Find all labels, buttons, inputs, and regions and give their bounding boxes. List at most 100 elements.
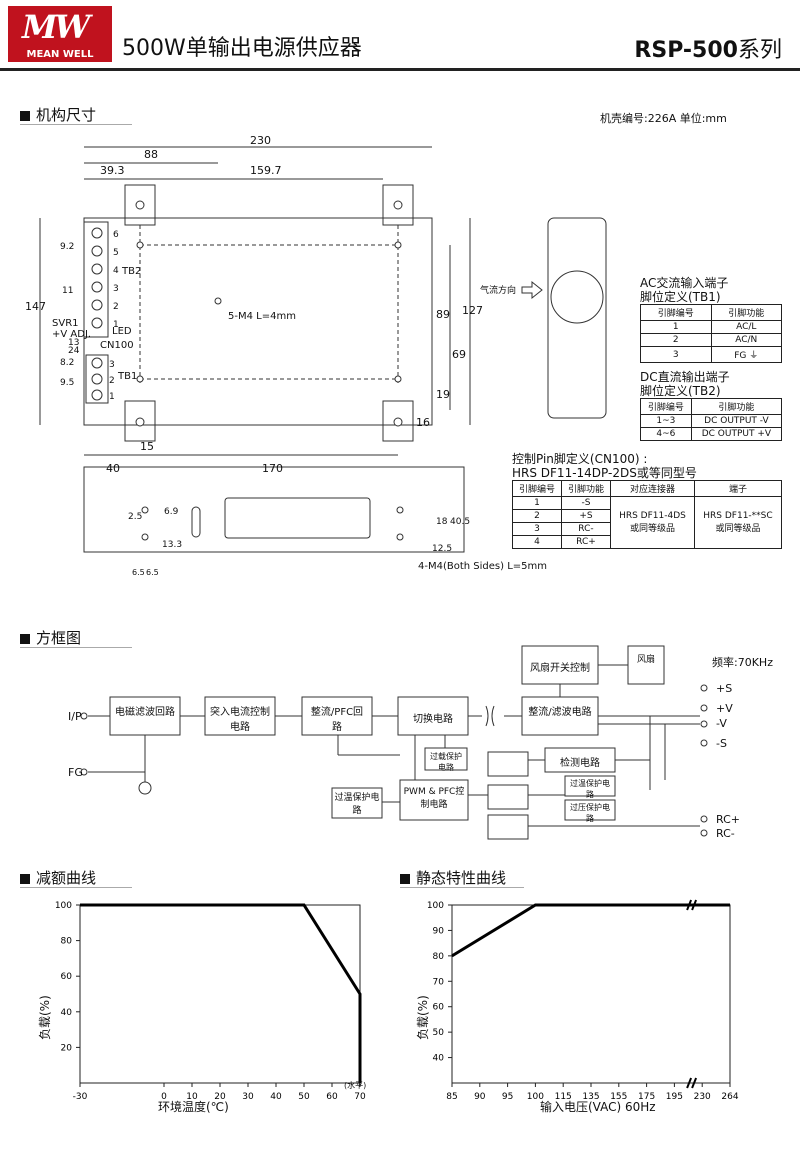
header-rule bbox=[0, 68, 800, 71]
screw-side-label: 4-M4(Both Sides) L=5mm bbox=[418, 561, 547, 572]
y-tick-label: 100 bbox=[55, 901, 72, 911]
ac-table-title-2: 脚位定义(TB1) bbox=[640, 290, 721, 304]
inrush-block: 突入电流控制电路 bbox=[210, 707, 270, 733]
derating-ylabel: 负载(%) bbox=[38, 995, 52, 1040]
case-info: 机壳编号:226A 单位:mm bbox=[600, 112, 727, 125]
output-v-minus: -V bbox=[716, 717, 727, 730]
dim-9-5: 9.5 bbox=[60, 378, 75, 388]
x-tick-label: 175 bbox=[638, 1092, 655, 1102]
dim-40: 40 bbox=[106, 462, 120, 475]
svr1-label: SVR1 bbox=[52, 318, 79, 329]
x-tick-label: -30 bbox=[73, 1092, 88, 1102]
ovp-block: 过压保护电路 bbox=[570, 803, 610, 823]
x-tick-label: 195 bbox=[666, 1092, 683, 1102]
x-tick-label: 264 bbox=[721, 1092, 738, 1102]
x-tick-label: 0 bbox=[161, 1092, 167, 1102]
tb2-pin: 2 bbox=[113, 302, 119, 312]
plot-frame bbox=[79, 904, 361, 1084]
dim-2-5: 2.5 bbox=[128, 512, 143, 522]
cn100-label: CN100 bbox=[100, 340, 134, 351]
tb2-label: TB2 bbox=[122, 266, 142, 277]
tb2-pin-list: 6 5 4 3 2 1 bbox=[113, 226, 119, 334]
pwm-pfc-block: PWM & PFC控制电路 bbox=[403, 787, 465, 810]
input-ip-label: I/P bbox=[68, 710, 82, 723]
axis-break-icon bbox=[686, 1077, 698, 1089]
screw-top-label: 5-M4 L=4mm bbox=[228, 311, 296, 322]
x-tick-label: 20 bbox=[214, 1092, 226, 1102]
tb2-pin: 3 bbox=[113, 284, 119, 294]
tb1-label: TB1 bbox=[118, 371, 138, 382]
dim-9-2: 9.2 bbox=[60, 242, 75, 252]
detect-block: 检测电路 bbox=[560, 758, 600, 769]
table-header: 端子 bbox=[693, 480, 783, 497]
x-tick-label: 30 bbox=[242, 1092, 254, 1102]
otp-block: 过温保护电路 bbox=[334, 793, 380, 816]
block-diagram bbox=[80, 645, 708, 840]
terminal-icon bbox=[80, 712, 88, 720]
dim-19: 19 bbox=[436, 388, 450, 401]
ac-table-title-1: AC交流输入端子 bbox=[640, 276, 729, 290]
y-tick-label: 80 bbox=[61, 937, 73, 947]
dim-159-7: 159.7 bbox=[250, 164, 282, 177]
input-fg-label: FG bbox=[68, 766, 83, 779]
dim-69: 69 bbox=[452, 348, 466, 361]
dim-8-2: 8.2 bbox=[60, 358, 75, 368]
section-underline bbox=[20, 124, 132, 125]
x-tick-label: 10 bbox=[186, 1092, 198, 1102]
x-tick-label: 85 bbox=[446, 1092, 457, 1102]
section-underline bbox=[20, 647, 132, 648]
x-tick-label: 95 bbox=[502, 1092, 513, 1102]
y-tick-label: 70 bbox=[433, 977, 445, 987]
section-static-title: 静态特性曲线 bbox=[400, 867, 506, 888]
tb1-pin: 2 bbox=[109, 376, 115, 386]
table-header: 引脚编号 bbox=[640, 304, 712, 321]
terminal-icon bbox=[700, 829, 708, 837]
v-adj-label: +V ADJ. bbox=[52, 329, 92, 340]
dim-15: 15 bbox=[140, 440, 154, 453]
emi-filter-block: 电磁滤波回路 bbox=[115, 707, 175, 718]
model-suffix: 系列 bbox=[737, 38, 782, 63]
dim-6-5-b: 6.5 bbox=[146, 568, 159, 577]
section-derating-title: 减额曲线 bbox=[20, 867, 96, 888]
y-tick-label: 50 bbox=[433, 1028, 445, 1038]
switching-block: 切换电路 bbox=[413, 714, 453, 725]
dc-table-title-1: DC直流输出端子 bbox=[640, 370, 730, 384]
tb2-pin: 1 bbox=[113, 320, 119, 330]
y-tick-label: 40 bbox=[433, 1054, 445, 1064]
led-label: LED bbox=[112, 326, 132, 337]
tb1-pin: 3 bbox=[109, 360, 115, 370]
x-tick-label: 155 bbox=[610, 1092, 627, 1102]
dim-13-3: 13.3 bbox=[162, 540, 183, 550]
brand-logo: MW MEAN WELL bbox=[8, 6, 112, 62]
logo-text: MEAN WELL bbox=[26, 49, 94, 60]
dim-88: 88 bbox=[144, 148, 158, 161]
dim-18: 18 bbox=[436, 517, 448, 527]
table-header: 引脚编号 bbox=[512, 480, 562, 497]
page-title: 500W单输出电源供应器 bbox=[122, 36, 362, 61]
logo-mark: MW bbox=[22, 8, 90, 46]
output-rc-plus: RC+ bbox=[716, 813, 740, 826]
static-xlabel: 输入电压(VAC) 60Hz bbox=[540, 1100, 656, 1114]
section-block-title: 方框图 bbox=[20, 627, 81, 648]
derating-line bbox=[80, 903, 362, 1083]
x-tick-label: 60 bbox=[326, 1092, 338, 1102]
ground-icon bbox=[138, 781, 152, 795]
terminal-icon bbox=[80, 768, 88, 776]
x-tick-label: 115 bbox=[555, 1092, 572, 1102]
section-underline bbox=[20, 887, 132, 888]
ocp-block: 过载保护电路 bbox=[430, 752, 462, 772]
dim-16: 16 bbox=[416, 416, 430, 429]
cn100-pin-24: 24 bbox=[68, 346, 80, 356]
fan-block: 风扇 bbox=[636, 655, 655, 665]
tb2-pin: 4 bbox=[113, 266, 119, 276]
x-tick-label: 90 bbox=[474, 1092, 486, 1102]
dim-39-3: 39.3 bbox=[100, 164, 125, 177]
